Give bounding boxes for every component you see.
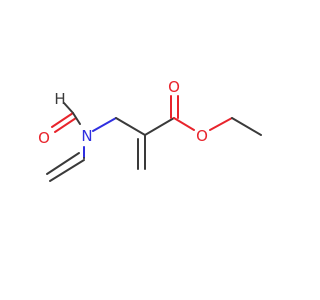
atom-o-carbonyl: O bbox=[168, 78, 180, 96]
atom-o-ester: O bbox=[196, 127, 208, 145]
bond-vinyl-double-b bbox=[46, 152, 80, 175]
atom-n-amide: N bbox=[81, 127, 92, 145]
atom-h-formyl: H bbox=[54, 90, 65, 108]
bond-formyl-c-n bbox=[72, 112, 81, 125]
bond-n-ch2 bbox=[92, 117, 117, 132]
molecule-structure: H O N O O bbox=[38, 78, 262, 182]
bond-ester-c-o bbox=[173, 117, 195, 131]
bond-ethyl-cc bbox=[231, 117, 262, 136]
bond-formyl-c-o-double-b bbox=[54, 117, 77, 133]
bond-vinyl-double-a bbox=[49, 159, 85, 182]
bond-formyl-c-h bbox=[63, 102, 74, 114]
bond-c-ester-c bbox=[144, 117, 175, 136]
atom-o-formyl: O bbox=[38, 129, 50, 147]
bond-ester-o-ch2 bbox=[209, 117, 233, 131]
bond-ch2-c bbox=[115, 117, 146, 136]
bond-formyl-c-o-double-a bbox=[51, 112, 74, 128]
